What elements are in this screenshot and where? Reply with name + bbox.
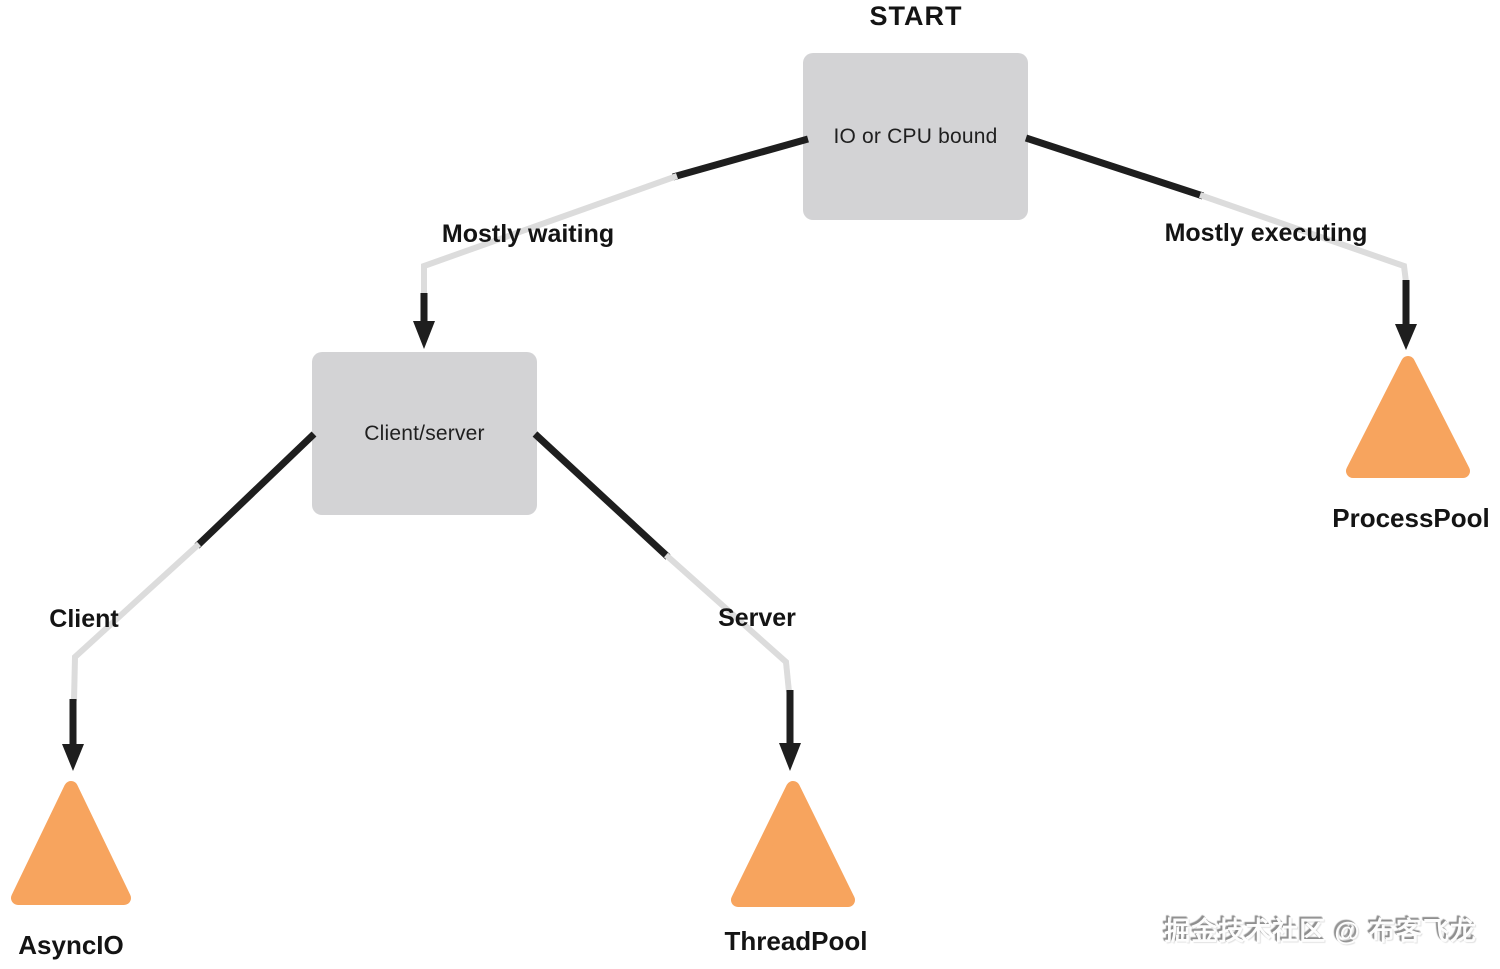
arrowhead-down-icon [779, 743, 801, 771]
edge-dark-segment [672, 135, 809, 181]
edge-client [62, 431, 317, 771]
edge-label-mostly-waiting: Mostly waiting [441, 220, 615, 248]
edge-dark-segment [532, 431, 671, 560]
edge-dark-segment [1024, 134, 1205, 200]
node-io-or-cpu-bound-label: IO or CPU bound [833, 124, 998, 148]
asyncio-triangle [11, 781, 131, 905]
edge-dark-segment [194, 431, 317, 549]
node-processpool-label: ProcessPool [1332, 503, 1490, 533]
arrowhead-down-icon [1395, 324, 1417, 350]
start-title: START [869, 1, 963, 31]
node-threadpool-label: ThreadPool [724, 926, 868, 956]
node-client-server-label: Client/server [364, 421, 485, 445]
edge-label-mostly-executing: Mostly executing [1164, 219, 1368, 247]
edge-label-server: Server [718, 604, 796, 632]
watermark: 掘金技术社区 @ 布客飞龙 [1164, 916, 1477, 946]
node-asyncio-label: AsyncIO [18, 930, 124, 960]
arrowhead-down-icon [413, 321, 435, 349]
edge-label-client: Client [49, 605, 119, 633]
arrowhead-down-icon [62, 744, 84, 771]
threadpool-triangle [731, 781, 855, 907]
node-client-server: Client/server [312, 352, 537, 515]
node-io-or-cpu-bound: IO or CPU bound [803, 53, 1028, 220]
edge-server [532, 431, 801, 771]
processpool-triangle [1346, 356, 1470, 478]
